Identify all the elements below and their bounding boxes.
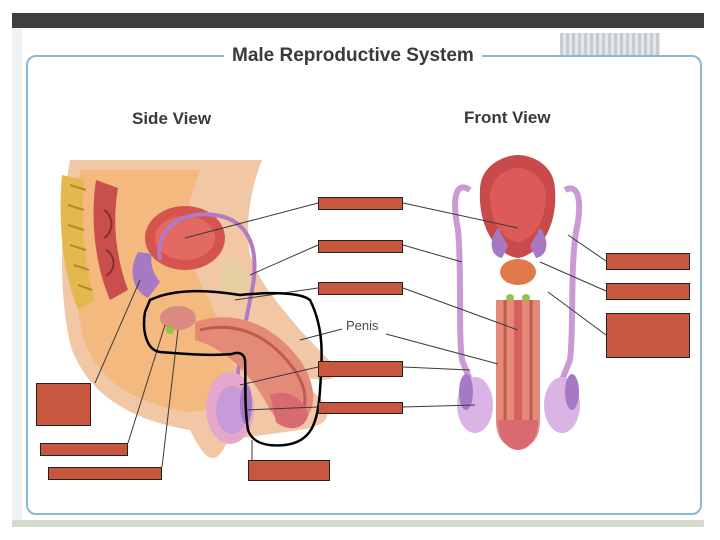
label-box-6 [36,383,91,426]
label-box-4 [318,361,403,377]
penis-label: Penis [346,318,379,333]
label-box-5 [318,402,403,414]
leader-lines [94,202,607,468]
vertebra-lines [67,184,93,291]
glans-front [498,420,538,450]
diagram-title: Male Reproductive System [224,45,482,67]
prostate-side [160,306,196,330]
seminal-vesicle-front-left [491,228,508,258]
label-box-8 [48,467,162,480]
rectum [93,180,128,300]
pubic-bone [220,259,249,297]
glans-side [270,392,308,429]
vas-deferens-front-left [452,184,473,382]
bulbourethral-gland-side [166,326,174,334]
label-box-7 [40,443,128,456]
seminal-vesicle-front-right [530,228,547,258]
slide-shadow [12,28,22,520]
prostate-front [500,259,536,285]
stamp-graphic [560,33,660,55]
top-bar [12,13,704,28]
label-box-1 [318,197,403,210]
highlight-outline [142,289,323,447]
label-box-3 [318,282,403,295]
front-view-anatomy [452,155,583,450]
bottom-bar [12,520,704,527]
label-box-11 [606,283,690,300]
vas-deferens-front-right [559,185,583,382]
seminal-vesicle-side [132,252,160,298]
urethra-front [514,300,522,440]
label-box-10 [606,253,690,270]
testis-side [216,386,248,434]
front-view-label: Front View [464,108,551,127]
label-box-9 [248,460,330,481]
fat-layer [74,170,255,412]
side-view-anatomy [60,160,340,459]
sacrum [60,175,95,310]
side-view-label: Side View [132,109,212,128]
label-box-12 [606,313,690,358]
label-box-2 [318,240,403,253]
